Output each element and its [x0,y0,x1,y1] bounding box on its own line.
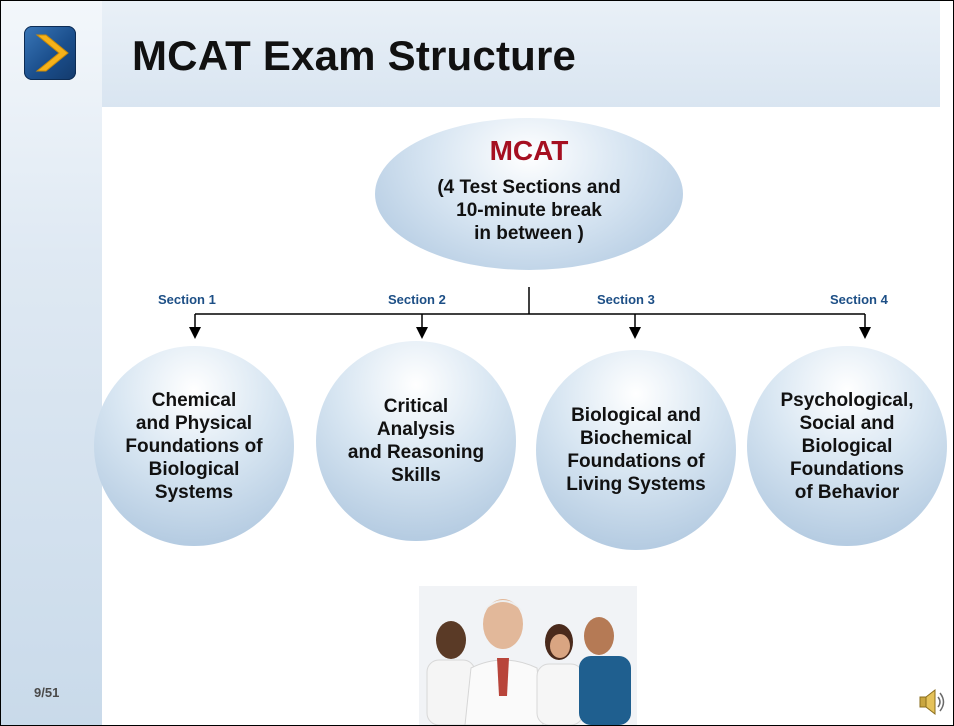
title-band [102,1,940,107]
left-sidebar-band [1,1,102,725]
section-1-topic: Chemical and Physical Foundations of Bio… [125,389,263,503]
mcat-heading: MCAT [489,135,569,166]
title-band-gap [940,1,953,107]
section-4-node: Psychological, Social and Biological Fou… [747,346,947,546]
section-4-topic: Psychological, Social and Biological Fou… [780,389,914,503]
section-3-node: Biological and Biochemical Foundations o… [536,350,736,550]
section-2-node: Critical Analysis and Reasoning Skills [316,341,516,541]
section-1-label: Section 1 [158,292,216,307]
section-3-topic: Biological and Biochemical Foundations o… [566,405,706,495]
section-2-label: Section 2 [388,292,446,307]
section-2-topic: Critical Analysis and Reasoning Skills [347,396,485,486]
slide-title: MCAT Exam Structure [132,32,577,79]
mcat-root-node: MCAT (4 Test Sections and 10-minute brea… [375,118,683,270]
doctors-photo [419,586,637,725]
page-number: 9/51 [34,685,60,700]
section-3-label: Section 3 [597,292,655,307]
speaker-icon[interactable] [918,687,948,717]
section-1-node: Chemical and Physical Foundations of Bio… [94,346,294,546]
chevron-right-icon [24,26,76,80]
section-4-label: Section 4 [830,292,888,307]
mcat-subtitle: (4 Test Sections and 10-minute break in … [437,177,621,244]
